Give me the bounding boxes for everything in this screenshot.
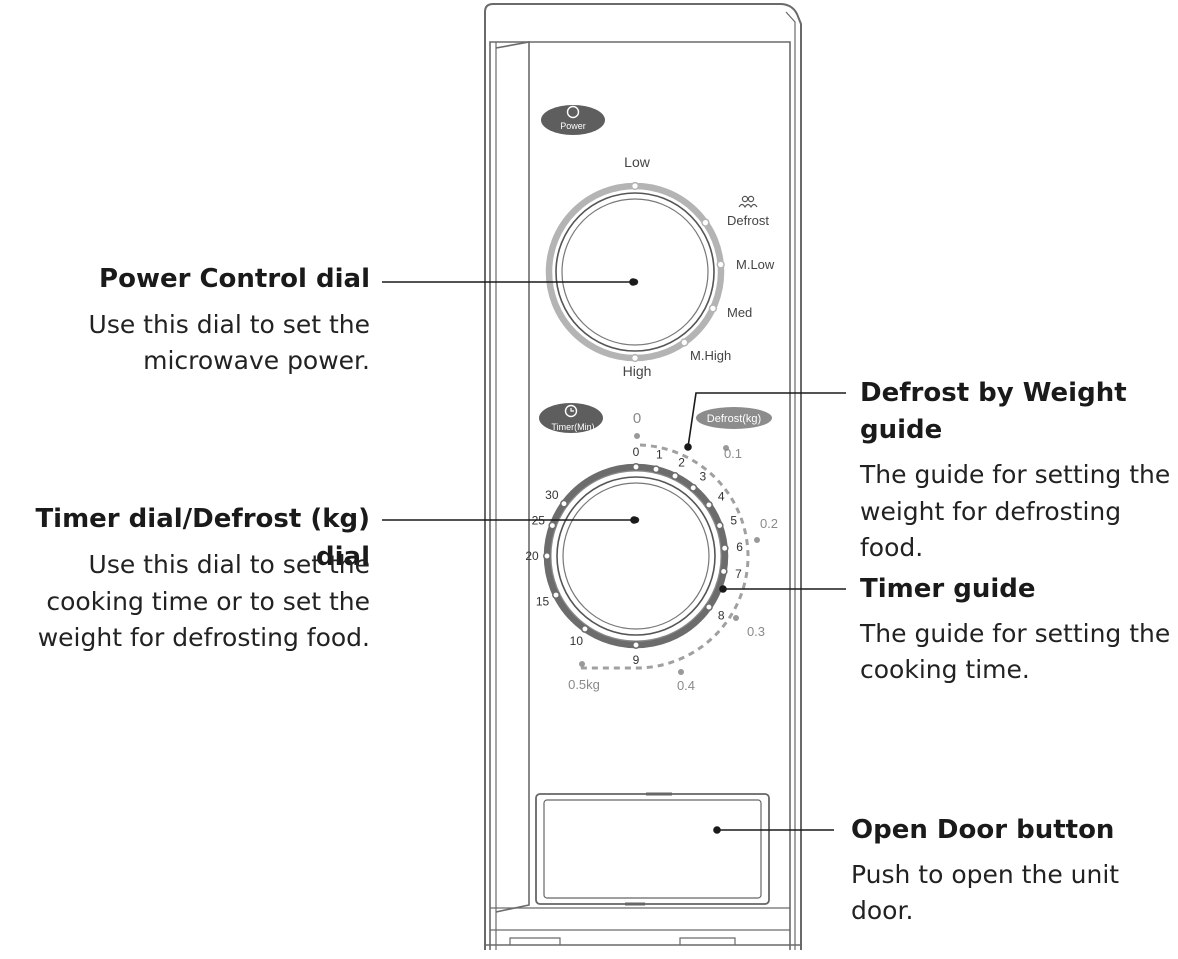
timer-tick-label: 2 (678, 456, 685, 470)
timer-dial-desc-3: weight for defrosting food. (37, 623, 370, 652)
power-notch (680, 338, 689, 347)
panel-body (484, 3, 802, 950)
weight-tick-label: 0.1 (724, 446, 742, 461)
timer-tick-label: 0 (633, 445, 640, 459)
timer-notch (581, 624, 589, 633)
power-badge: Power (541, 105, 605, 135)
timer-dial-notches (543, 463, 729, 649)
clock-icon (564, 404, 578, 418)
defrost-guide-title-2: guide (860, 415, 943, 445)
svg-text:Timer(Min): Timer(Min) (551, 422, 594, 432)
power-control-desc-2: microwave power. (143, 346, 370, 375)
open-door-desc-2: door. (851, 896, 914, 925)
timer-notch (548, 521, 557, 530)
timer-tick-label: 15 (536, 595, 550, 609)
timer-notch (671, 472, 679, 480)
power-notch (630, 181, 640, 191)
weight-dot (754, 537, 760, 543)
weight-dot (723, 445, 729, 451)
power-label-med: Med (727, 305, 752, 320)
timer-tick-label: 1 (656, 448, 663, 462)
timer-notch (552, 591, 560, 599)
timer-notch (543, 552, 551, 560)
timer-notch (719, 567, 728, 576)
timer-tick-label: 7 (735, 567, 742, 581)
defrost-weight-guide-arc (580, 443, 750, 670)
power-label-high: High (623, 363, 652, 379)
weight-tick-label: 0.2 (760, 516, 778, 531)
timer-notch (632, 463, 640, 471)
weight-tick-labels: 0 0.1 0.2 0.3 0.4 0.5kg (568, 410, 778, 693)
defrost-kg-badge: Defrost(kg) (696, 407, 772, 429)
power-notch (630, 353, 640, 363)
timer-notch (704, 501, 713, 509)
timer-tick-label: 10 (570, 634, 584, 648)
power-control-desc-1: Use this dial to set the (88, 310, 370, 339)
weight-tick-label: 0.3 (747, 624, 765, 639)
timer-tick-label: 20 (525, 549, 539, 563)
weight-tick-label: 0 (633, 410, 641, 427)
defrost-icon (738, 195, 758, 209)
timer-defrost-dial[interactable] (543, 463, 729, 649)
timer-tick-label: 30 (545, 488, 559, 502)
leader-defrost-guide (687, 392, 846, 448)
timer-dial-desc-1: Use this dial to set the (88, 550, 370, 579)
timer-notch (704, 603, 713, 611)
timer-badge: Timer(Min) (539, 403, 603, 433)
open-door-desc-1: Push to open the unit (851, 860, 1120, 889)
weight-dot (678, 669, 684, 675)
timer-dial-title: Timer dial/Defrost (kg) dial (35, 504, 370, 572)
power-notch (708, 304, 718, 313)
power-control-title: Power Control dial (99, 264, 370, 294)
timer-dial-desc-2: cooking time or to set the (46, 587, 370, 616)
svg-text:Power: Power (560, 121, 586, 131)
timer-notch (560, 499, 568, 508)
power-notch (716, 260, 725, 269)
timer-guide-desc-2: cooking time. (860, 655, 1030, 684)
timer-notch (689, 483, 698, 492)
weight-tick-label: 0.5kg (568, 677, 600, 692)
weight-dot (634, 433, 640, 439)
power-label-mhigh: M.High (690, 348, 731, 363)
defrost-guide-desc-2: weight for defrosting (860, 497, 1122, 526)
weight-dot (579, 661, 585, 667)
power-label-low: Low (624, 154, 651, 170)
timer-tick-label: 6 (736, 540, 743, 554)
timer-notch (652, 465, 660, 474)
open-door-title: Open Door button (851, 815, 1115, 845)
power-label-defrost: Defrost (727, 213, 769, 228)
timer-guide-desc-1: The guide for setting the (860, 619, 1171, 648)
timer-tick-label: 4 (718, 489, 725, 503)
timer-notch (632, 641, 640, 649)
power-dial-notches (630, 181, 725, 363)
svg-text:Defrost(kg): Defrost(kg) (707, 413, 761, 425)
timer-tick-label: 8 (718, 609, 725, 623)
weight-dot (733, 615, 739, 621)
leader-lines (382, 278, 846, 834)
power-icon (566, 105, 580, 119)
timer-guide-title: Timer guide (860, 574, 1036, 604)
defrost-guide-title-1: Defrost by Weight (860, 378, 1127, 408)
timer-tick-label: 3 (700, 469, 707, 483)
timer-tick-label: 9 (633, 653, 640, 667)
timer-tick-label: 5 (730, 513, 737, 527)
timer-notch (715, 521, 724, 530)
defrost-guide-desc-3: food. (860, 533, 924, 562)
power-control-dial[interactable] (545, 182, 725, 362)
defrost-guide-desc-1: The guide for setting the (860, 460, 1171, 489)
power-label-mlow: M.Low (736, 257, 775, 272)
timer-notch (720, 544, 729, 553)
open-door-button[interactable] (535, 792, 770, 906)
weight-tick-label: 0.4 (677, 678, 695, 693)
power-notch (701, 218, 710, 227)
